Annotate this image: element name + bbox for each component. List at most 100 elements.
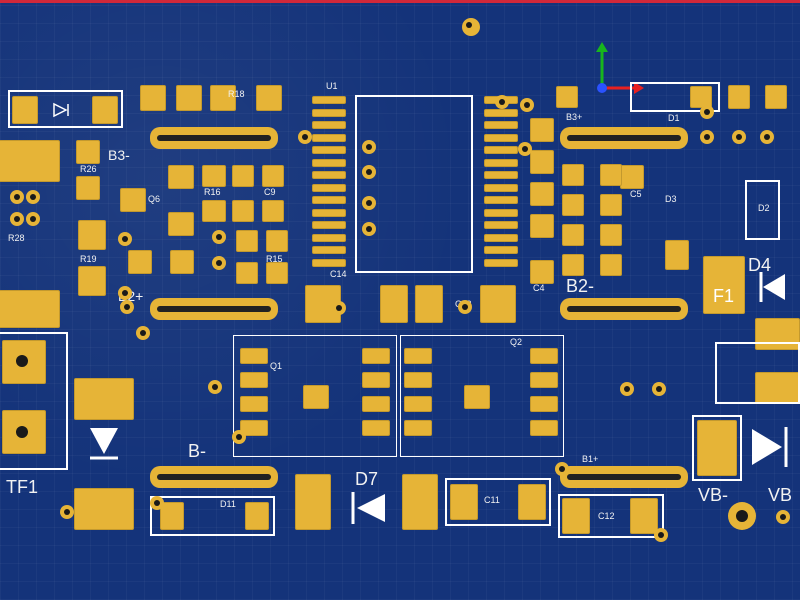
tf1-top-pad	[0, 140, 60, 182]
r18-pad-1	[140, 85, 166, 111]
r15-pad-3	[266, 262, 288, 284]
d4-outline	[715, 342, 800, 404]
r16-label: R16	[204, 187, 221, 197]
via	[652, 382, 666, 396]
q2-pin	[530, 348, 558, 364]
via	[150, 496, 164, 510]
q2-pin	[404, 348, 432, 364]
r-pad-mid-2	[170, 250, 194, 274]
vb-minus-pad	[697, 420, 737, 476]
q1-pin	[362, 372, 390, 388]
d2-label: D2	[758, 203, 770, 213]
q1-pin	[362, 396, 390, 412]
d-pad-left	[12, 96, 38, 124]
q2-pin	[530, 396, 558, 412]
vb-minus-outline	[692, 415, 742, 481]
vb-hole	[728, 502, 756, 530]
d-left-pad-2	[74, 488, 134, 530]
d7-pad-1	[295, 474, 331, 530]
vb-diode-icon	[752, 427, 788, 467]
r16-pad-2	[202, 200, 226, 222]
via	[208, 380, 222, 394]
u1-pin	[312, 196, 346, 204]
d7-label: D7	[355, 469, 379, 489]
c11-pad-2	[518, 484, 546, 520]
b-minus-label: B-	[188, 441, 206, 461]
c12-label: C12	[598, 511, 615, 521]
c13-pad-3	[415, 285, 443, 323]
c9-pad-2	[262, 200, 284, 222]
via	[120, 300, 134, 314]
q2-pin	[530, 420, 558, 436]
q2-pin	[404, 396, 432, 412]
u1-pin	[484, 246, 518, 254]
q2-outline	[400, 335, 564, 457]
q1-pin	[240, 372, 268, 388]
via	[458, 300, 472, 314]
via	[700, 105, 714, 119]
r-array-pin	[562, 164, 584, 186]
via	[26, 190, 40, 204]
r28-label: R28	[8, 233, 25, 243]
vb-label: VB	[768, 485, 793, 505]
u1-pin	[484, 133, 518, 142]
r16-pad-1	[202, 165, 226, 187]
b3-minus-slot	[150, 127, 278, 149]
u1-pin	[484, 258, 518, 267]
c11-outline	[445, 478, 551, 526]
via	[362, 140, 376, 154]
u1-pin	[312, 96, 346, 104]
via	[298, 130, 312, 144]
capacitor-pad	[530, 214, 554, 238]
b3plus-pad-a	[556, 86, 578, 108]
d-left-diode-icon	[90, 428, 118, 460]
c9-label: C9	[264, 187, 276, 197]
u1-pin	[484, 121, 518, 129]
d4-diode-icon	[759, 272, 785, 302]
u1-pin	[312, 183, 346, 192]
u1-pin	[312, 146, 346, 154]
tf1-label: TF1	[6, 477, 39, 497]
via	[654, 528, 668, 542]
b2-plus-slot	[150, 298, 278, 320]
r-pad-mid-1	[128, 250, 152, 274]
b3-plus-label: B3+	[566, 112, 583, 122]
c13-pad-4	[480, 285, 516, 323]
d-component-outline	[8, 90, 123, 128]
r19-pad-2	[78, 266, 106, 296]
u1-pin	[312, 133, 346, 142]
via	[26, 212, 40, 226]
u1-pin	[312, 208, 346, 217]
via	[362, 222, 376, 236]
r15-pad-2	[266, 230, 288, 252]
c11-label: C11	[484, 495, 500, 505]
c4-label: C4	[533, 283, 545, 293]
d4-pad	[755, 318, 800, 350]
via	[732, 130, 746, 144]
r19-label: R19	[80, 254, 97, 264]
c4-pad	[530, 260, 554, 284]
q2-label: Q2	[510, 337, 523, 347]
b2-minus-label: B2-	[566, 276, 595, 296]
u1-pin	[312, 221, 346, 229]
d-left-pad	[74, 378, 134, 420]
q2-pin	[530, 372, 558, 388]
c8-pad-1	[232, 165, 254, 187]
r18-label: R18	[228, 89, 245, 99]
d2-outline	[745, 180, 780, 240]
via	[10, 190, 24, 204]
c12-pad-2	[630, 498, 658, 534]
b1-plus-label: B1+	[582, 454, 599, 464]
q1-center-pad	[303, 385, 329, 409]
r-array-pin	[600, 254, 622, 276]
u1-pin	[484, 221, 518, 229]
d3-pad	[665, 240, 689, 270]
board-edge-line	[0, 0, 800, 3]
r26-pad-1	[76, 140, 100, 164]
r15-pad-1	[236, 230, 258, 252]
c5-label: C5	[630, 189, 642, 199]
d4-label: D4	[748, 255, 772, 275]
c14-label: C14	[330, 269, 347, 279]
q1-pin	[240, 396, 268, 412]
capacitor-pad	[530, 118, 554, 142]
